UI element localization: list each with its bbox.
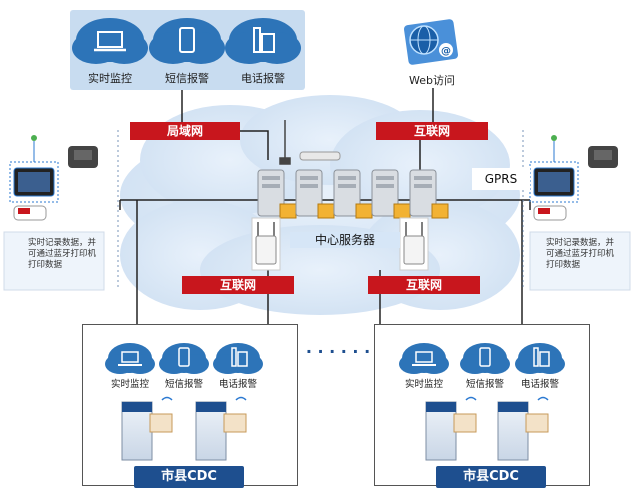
handheld-recorder-left: [3, 135, 105, 291]
gateway-device-icon: [299, 151, 341, 161]
top-item-label: 电话报警: [241, 72, 285, 85]
cdc-left-item-label: 短信报警: [164, 379, 203, 390]
cdc-left-title: 市县CDC: [134, 466, 244, 488]
internet-left-label: 互联网: [182, 276, 294, 294]
cdc-box-left: [82, 324, 298, 486]
server-rack-icons: [257, 169, 449, 219]
svg-text:@: @: [441, 46, 451, 57]
router-icon: [251, 217, 281, 271]
internet-top-label: 互联网: [376, 122, 488, 140]
handheld-recorder-right: [529, 135, 631, 291]
cdc-left-item-label: 电话报警: [218, 379, 257, 390]
cdc-box-right: [374, 324, 590, 486]
cdc-right-item-label: 短信报警: [465, 379, 504, 390]
cdc-right-item-label: 电话报警: [520, 379, 559, 390]
gprs-label: GPRS: [472, 168, 530, 190]
cdc-right-item-label: 实时监控: [404, 379, 443, 390]
top-item-label: 短信报警: [165, 72, 209, 85]
internet-right-label: 互联网: [368, 276, 480, 294]
side-note-right: 实时记录数据，并可通过蓝牙打印机打印数据: [546, 238, 615, 270]
web-access-label: Web访问: [409, 74, 455, 87]
top-item-label: 实时监控: [88, 72, 132, 85]
globe-icon: @: [403, 19, 459, 65]
center-server-label: 中心服务器: [290, 232, 400, 248]
side-note-left: 实时记录数据，并可通过蓝牙打印机打印数据: [28, 238, 97, 270]
connection-lines: [119, 88, 531, 325]
antenna-icon: [279, 120, 291, 165]
cdc-left-item-label: 实时监控: [110, 379, 149, 390]
side-dotted-lines: [117, 130, 524, 290]
router-icon: [399, 217, 429, 271]
lan-label: 局域网: [130, 122, 240, 140]
ellipsis-dots: · · · · · ·: [305, 342, 371, 361]
cdc-right-title: 市县CDC: [436, 466, 546, 488]
